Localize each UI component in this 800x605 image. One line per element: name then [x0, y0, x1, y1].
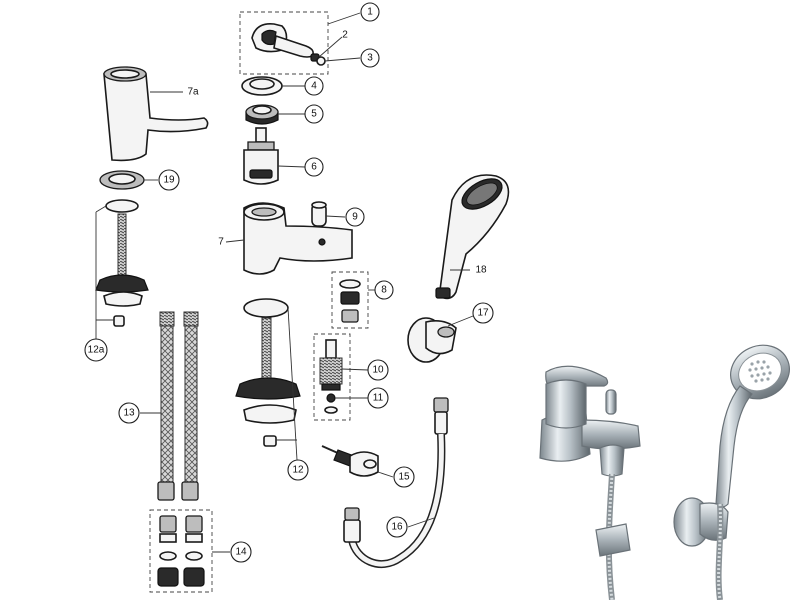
callout-7a: 7a — [187, 87, 199, 98]
callout-19-label: 19 — [163, 175, 175, 186]
callout-18: 18 — [475, 265, 487, 276]
leader-lines — [95, 12, 474, 553]
callout-14-label: 14 — [235, 547, 247, 558]
callout-12a: 12a — [84, 338, 108, 362]
callout-4-label: 4 — [311, 81, 317, 92]
part-1-lever-handle — [239, 11, 329, 75]
part-14-connector-set — [149, 509, 213, 593]
callout-2: 2 — [342, 30, 348, 41]
callout-5-label: 5 — [311, 109, 317, 120]
callout-3: 3 — [360, 48, 380, 68]
callout-12a-label: 12a — [88, 345, 105, 356]
part-6-cartridge — [243, 127, 279, 185]
callout-8-label: 8 — [381, 285, 387, 296]
part-5-locking-nut — [245, 104, 279, 125]
callout-11-label: 11 — [373, 393, 384, 404]
callout-2-label: 2 — [342, 30, 348, 41]
part-19-base-seal — [99, 170, 145, 190]
callout-9-label: 9 — [352, 212, 358, 223]
callout-15: 15 — [393, 466, 415, 488]
callout-10: 10 — [367, 359, 389, 381]
callout-7a-label: 7a — [187, 87, 199, 98]
handle-cap — [261, 29, 277, 46]
callout-1: 1 — [360, 2, 380, 22]
callout-10-label: 10 — [372, 365, 384, 376]
callout-6: 6 — [304, 157, 324, 177]
callout-3-label: 3 — [367, 53, 373, 64]
part-15-hose-connector — [321, 445, 379, 477]
part-13-flexible-hoses — [157, 311, 199, 501]
callout-17-label: 17 — [477, 308, 489, 319]
callout-15-label: 15 — [398, 472, 410, 483]
part-7a-basin-mixer-body — [103, 66, 209, 162]
part-3-cap — [316, 56, 326, 66]
part-12a-fixing-set — [95, 199, 149, 327]
callout-6-label: 6 — [311, 162, 317, 173]
callout-18-label: 18 — [475, 265, 487, 276]
part-17-wall-bracket — [407, 317, 457, 363]
part-18-hand-shower — [435, 174, 510, 300]
callout-1-label: 1 — [367, 7, 373, 18]
part-10-diverter-cartridge — [313, 333, 351, 421]
part-11-washer — [324, 406, 338, 414]
callout-14: 14 — [230, 541, 252, 563]
callout-9: 9 — [345, 207, 365, 227]
part-4-cover-ring — [241, 76, 283, 96]
callout-16-label: 16 — [391, 522, 403, 533]
part-7-bath-mixer-body — [243, 202, 353, 275]
callout-7: 7 — [218, 237, 224, 248]
part-8-aerator — [331, 271, 369, 329]
callout-19: 19 — [158, 169, 180, 191]
callout-16: 16 — [386, 516, 408, 538]
callout-4: 4 — [304, 76, 324, 96]
product-photo-hand-shower — [673, 344, 790, 601]
callout-5: 5 — [304, 104, 324, 124]
part-11-o-ring — [326, 393, 336, 403]
product-photo-bath-mixer — [539, 365, 641, 601]
callout-13: 13 — [118, 402, 140, 424]
handle-lever — [273, 34, 314, 58]
callout-12-label: 12 — [292, 465, 304, 476]
callout-11: 11 — [367, 387, 389, 409]
part-16-shower-hose — [343, 397, 449, 568]
callout-7-label: 7 — [218, 237, 224, 248]
part-9-diverter-knob — [311, 201, 327, 227]
callout-8: 8 — [374, 280, 394, 300]
part-1-group-box — [239, 11, 329, 75]
callout-12: 12 — [287, 459, 309, 481]
part-12-fixing-set — [235, 298, 301, 447]
callout-17: 17 — [472, 302, 494, 324]
callout-13-label: 13 — [123, 408, 135, 419]
